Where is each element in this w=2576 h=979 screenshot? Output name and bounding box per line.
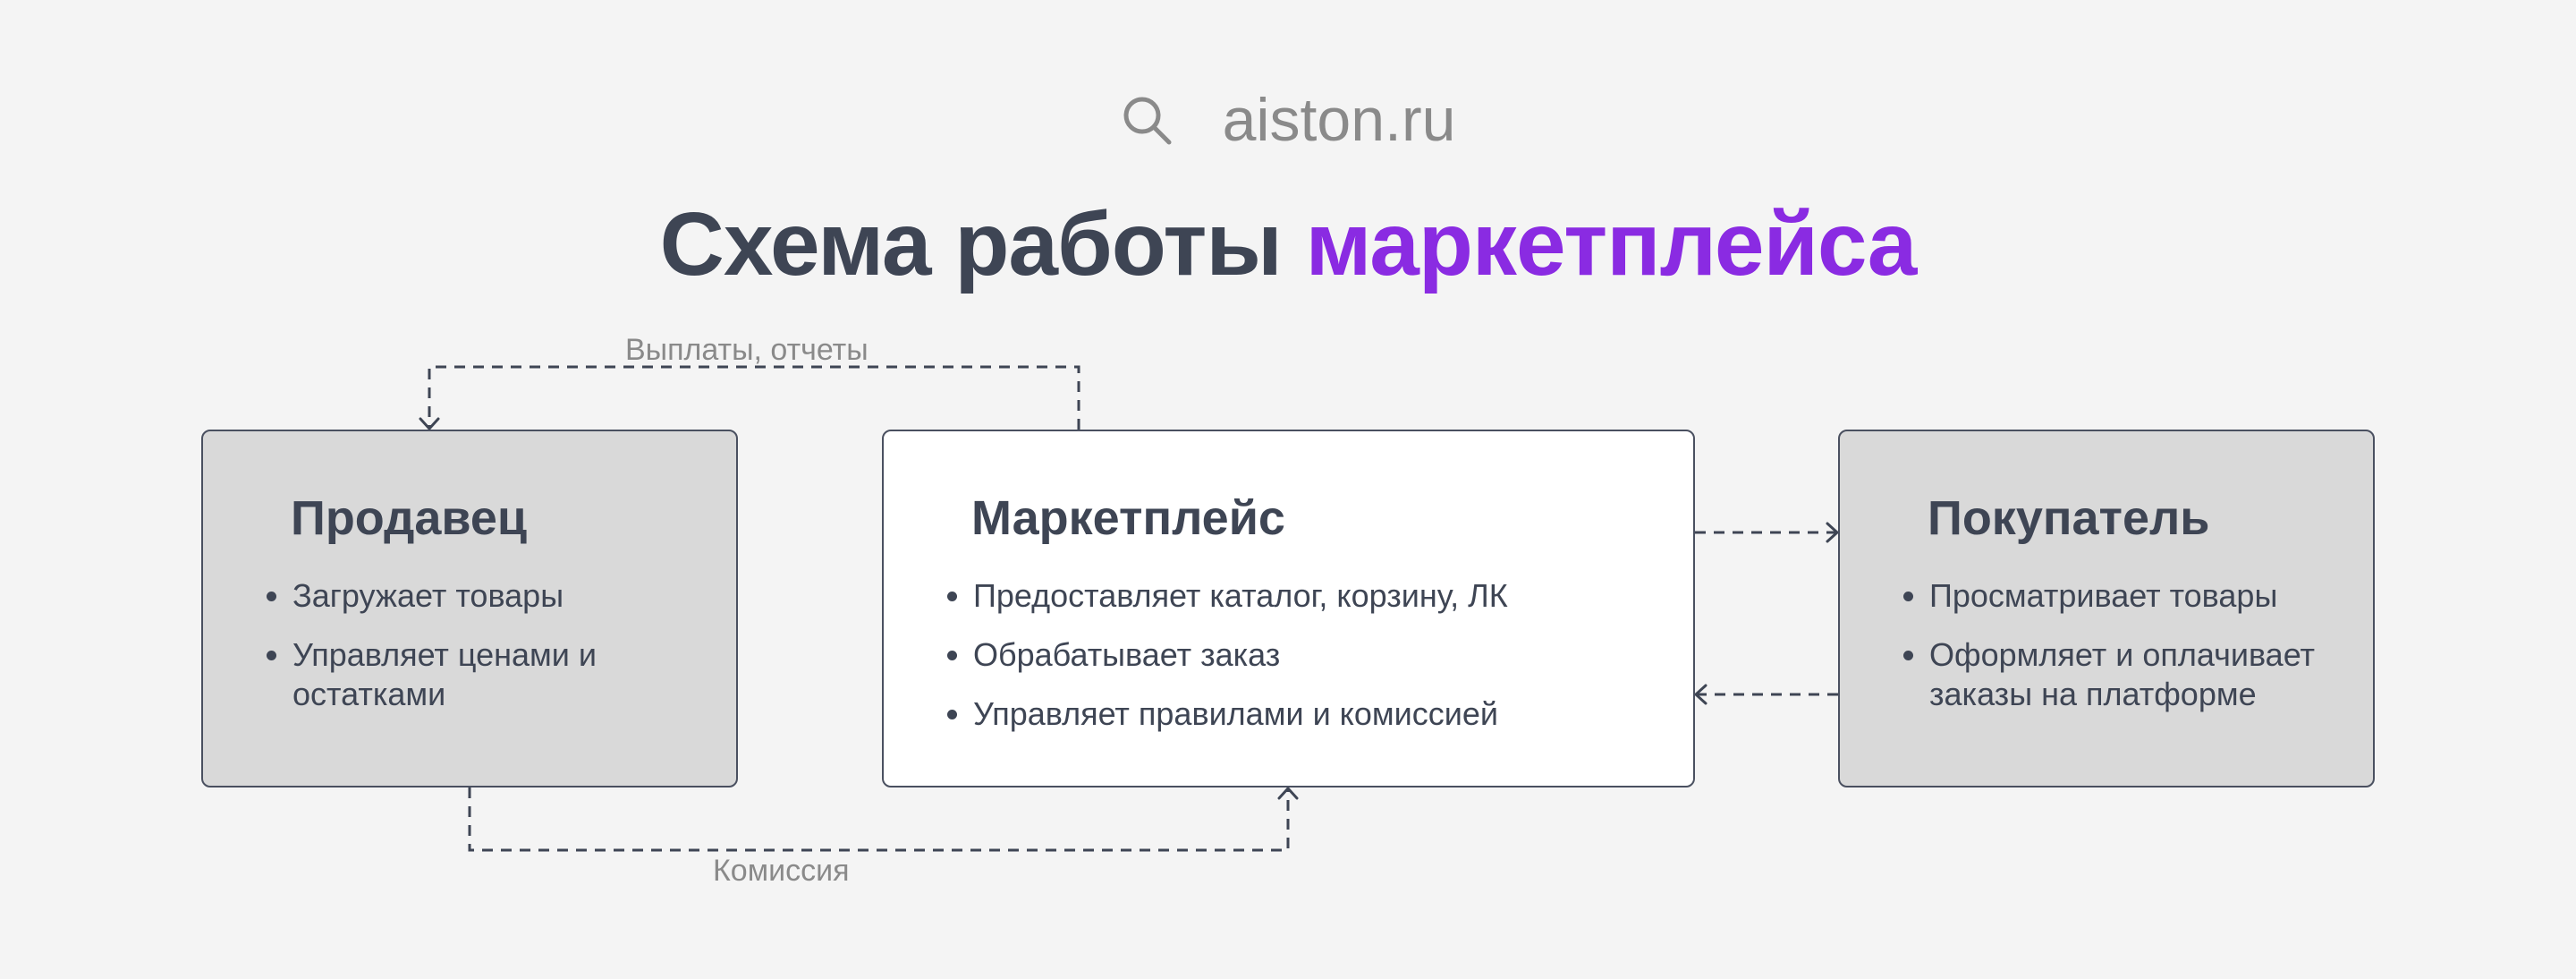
commission-label: Комиссия: [713, 854, 850, 888]
search-icon: [1123, 97, 1172, 145]
payouts-connector: [428, 365, 1080, 430]
marketplace-list: Предоставляет каталог, корзину, ЛК Обраб…: [943, 576, 1508, 753]
brand-header: aiston.ru: [0, 89, 2576, 150]
site-name: aiston.ru: [1222, 86, 1456, 154]
seller-list: Загружает товары Управляет ценами и оста…: [262, 576, 704, 734]
buyer-title: Покупатель: [1928, 491, 2210, 545]
buyer-box: Покупатель Просматривает товары Оформляе…: [1838, 430, 2375, 787]
list-item: Предоставляет каталог, корзину, ЛК: [973, 576, 1508, 616]
marketplace-box: Маркетплейс Предоставляет каталог, корзи…: [882, 430, 1695, 787]
marketplace-title: Маркетплейс: [971, 491, 1285, 545]
commission-connector: [468, 787, 1290, 852]
list-item: Просматривает товары: [1929, 576, 2350, 616]
seller-title: Продавец: [291, 491, 528, 545]
arrow-head-right-icon: [1826, 522, 1839, 543]
title-main: Схема работы: [659, 194, 1306, 294]
list-item: Оформляет и оплачивает заказы на платфор…: [1929, 635, 2350, 714]
page-title: Схема работы маркетплейса: [0, 195, 2576, 294]
list-item: Управляет ценами и остатками: [292, 635, 704, 714]
list-item: Управляет правилами и комиссией: [973, 694, 1508, 734]
list-item: Загружает товары: [292, 576, 704, 616]
payouts-label: Выплаты, отчеты: [625, 333, 869, 367]
arrow-head-up-icon: [1277, 787, 1299, 800]
arrow-head-left-icon: [1694, 684, 1707, 705]
buyer-list: Просматривает товары Оформляет и оплачив…: [1899, 576, 2350, 734]
list-item: Обрабатывает заказ: [973, 635, 1508, 675]
title-accent: маркетплейса: [1305, 194, 1918, 294]
seller-box: Продавец Загружает товары Управляет цена…: [201, 430, 738, 787]
arrow-head-down-icon: [419, 417, 440, 430]
